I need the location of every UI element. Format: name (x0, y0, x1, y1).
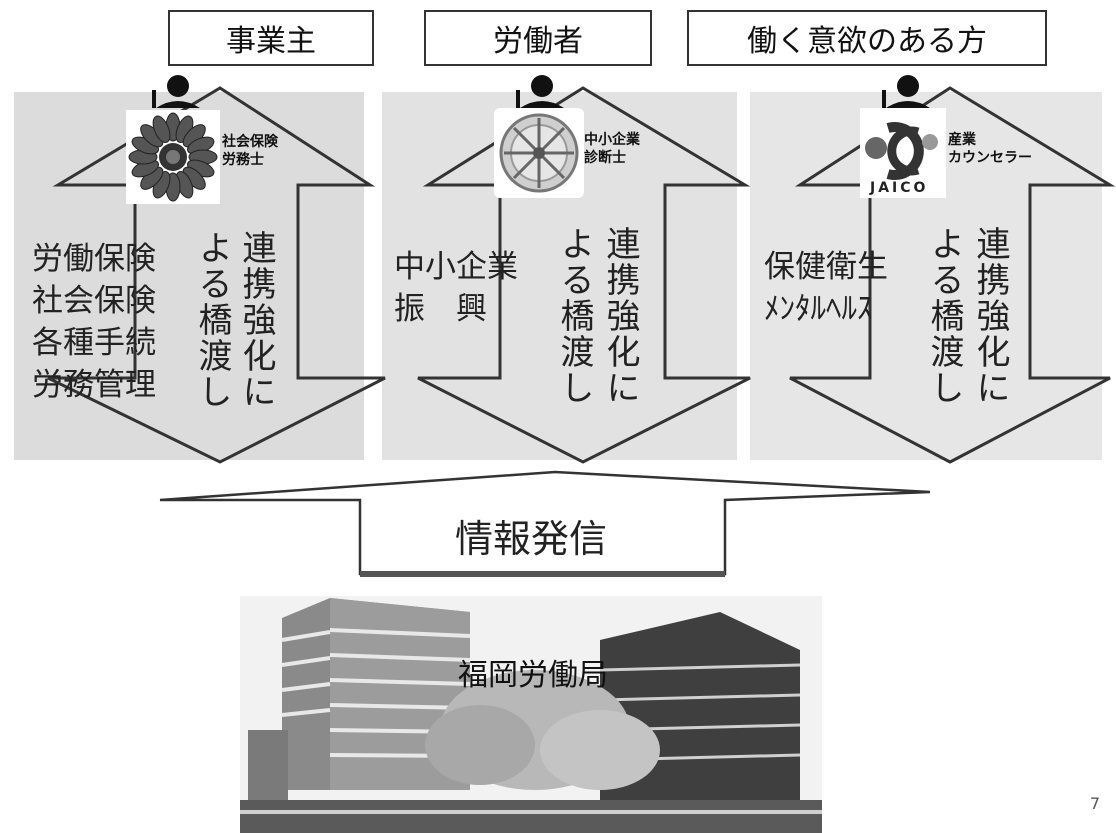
sharoushi-badge (126, 110, 220, 204)
jaico-badge: JAICO (860, 108, 946, 198)
jaico-logo-text: JAICO (870, 180, 929, 196)
arrow-1 (47, 86, 386, 464)
building-label: 福岡労働局 (458, 658, 608, 693)
page-number: 7 (1089, 794, 1100, 813)
person-icon (516, 75, 564, 108)
header-willing-worker: 働く意欲のある方 (687, 10, 1047, 66)
vertical-text-1a: 連携強化に (236, 230, 276, 410)
person-icon (152, 75, 200, 108)
header-employer: 事業主 (168, 10, 374, 66)
sangyo-counselor-label: 産業 カウンセラー (948, 132, 1032, 166)
compass-emblem-icon (499, 113, 579, 193)
building-photo (240, 596, 822, 833)
vertical-text-2b: よる橋渡し (554, 226, 594, 406)
info-banner-text: 情報発信 (455, 517, 608, 561)
arrow-2 (417, 86, 751, 464)
employer-services-text: 労働保険 社会保険 各種手続 労務管理 (32, 241, 156, 403)
jaico-logo-icon (865, 122, 938, 180)
vertical-text-2a: 連携強化に (600, 226, 640, 406)
chrysanthemum-emblem-icon (128, 112, 218, 202)
sharoushi-label: 社会保険 労務士 (222, 134, 278, 168)
vertical-text-3b: よる橋渡し (924, 226, 964, 406)
vertical-text-3a: 連携強化に (970, 226, 1010, 406)
shindanshi-label: 中小企業 診断士 (584, 132, 640, 166)
health-services-text: 保健衛生 ﾒﾝﾀﾙﾍﾙｽ (764, 249, 888, 327)
sme-promotion-text: 中小企業 振 興 (394, 249, 518, 327)
shindanshi-badge (494, 108, 584, 198)
person-icon (882, 75, 930, 108)
vertical-text-1b: よる橋渡し (192, 230, 232, 410)
header-worker: 労働者 (424, 10, 652, 66)
arrow-3 (789, 86, 1116, 464)
